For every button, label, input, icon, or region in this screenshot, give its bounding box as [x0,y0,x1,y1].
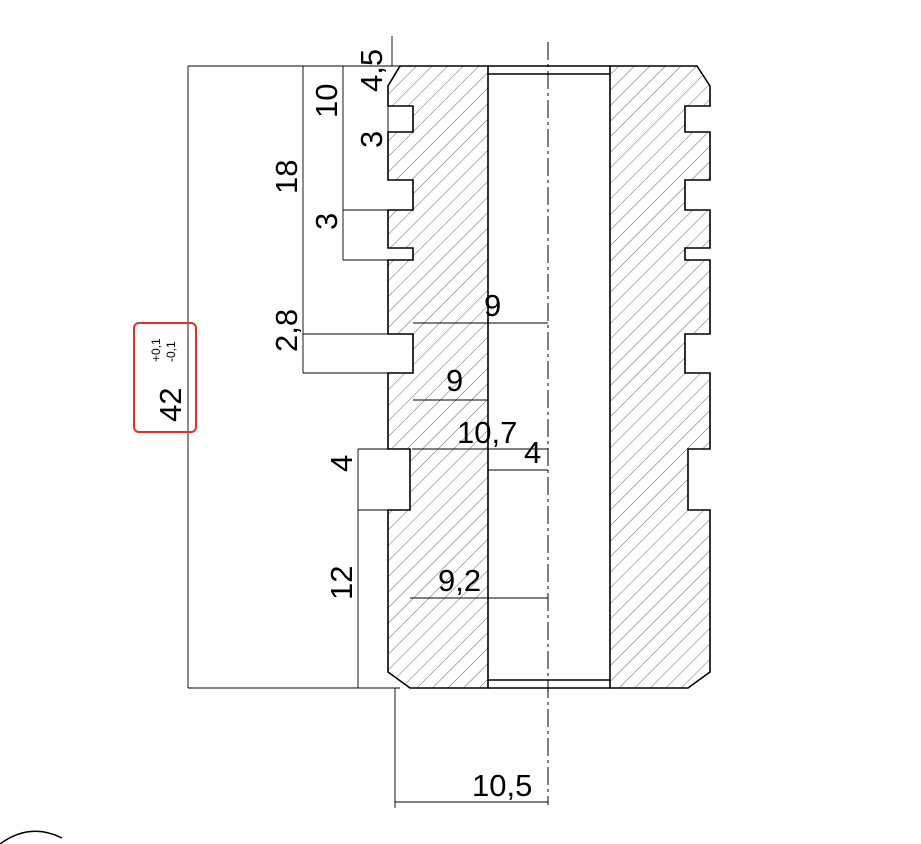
dim-text-18: 18 [269,160,304,194]
dim-text-10: 10 [309,84,344,118]
dim-10-5 [394,688,548,808]
dim-text-12: 12 [324,566,359,600]
dim-18 [302,66,388,374]
dim-text-4: 4 [524,435,541,470]
highlight-box[interactable] [133,322,197,433]
dim-text-9-upper: 9 [484,288,501,323]
dim-text-4-5: 4,5 [354,49,389,92]
dim-text-2-8: 2,8 [269,309,304,352]
overall-length-text: 42 [153,388,188,422]
partial-arc [0,830,63,844]
dim-10 [342,66,388,261]
right-wall-section [609,65,711,689]
dim-text-10-7: 10,7 [457,415,517,450]
dim-text-10-5: 10,5 [472,768,532,803]
dim-text-9-lower: 9 [446,363,463,398]
dim-overall-length [187,65,400,689]
tolerance-upper: +0,1 [149,338,163,362]
dim-text-9-2: 9,2 [438,563,481,598]
dim-4-groove [357,448,388,511]
dim-text-3-top: 3 [354,131,389,148]
dim-text-4-groove: 4 [324,455,359,472]
dim-text-3-second: 3 [309,213,344,230]
tolerance-lower: -0,1 [164,341,178,362]
